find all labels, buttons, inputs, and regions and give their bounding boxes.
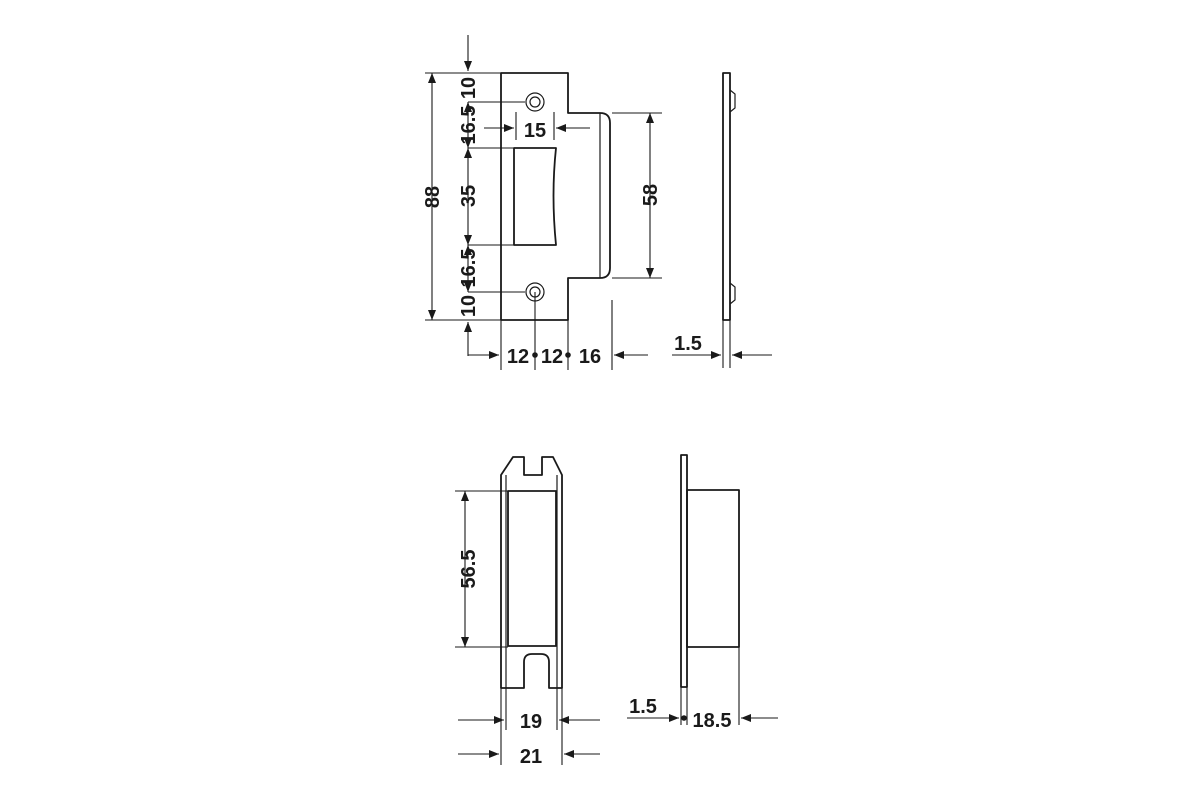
dim-segment-3: 35 xyxy=(458,185,480,207)
strike-box-side-body xyxy=(686,489,740,648)
screw-hole-top xyxy=(525,92,545,112)
dim-width-1: 12 xyxy=(507,346,529,368)
strike-box-front-view: 56.5 19 21 xyxy=(455,456,600,768)
strike-plate-side-outline xyxy=(722,72,731,321)
strike-box-outline xyxy=(500,456,563,689)
dim-lip-height: 58 xyxy=(640,184,662,206)
dim-segment-1: 10 xyxy=(458,77,480,99)
strike-plate-side-view: 1.5 xyxy=(672,72,772,368)
strike-plate-outline xyxy=(500,72,611,321)
dim-hole-width: 15 xyxy=(524,120,546,142)
dim-inner-width: 19 xyxy=(520,711,542,733)
strike-plate-cutout xyxy=(513,147,557,246)
dim-width-3: 16 xyxy=(579,346,601,368)
dim-segment-4: 16.5 xyxy=(458,249,480,288)
strike-plate-side-tab-top xyxy=(729,89,736,113)
dim-plate-thickness: 1.5 xyxy=(674,333,702,355)
dim-total-height: 88 xyxy=(422,186,444,208)
dim-box-depth: 18.5 xyxy=(693,710,732,732)
dim-outer-width: 21 xyxy=(520,746,542,768)
strike-box-side-view: 1.5 18.5 xyxy=(627,454,778,732)
strike-plate-side-tab-bottom xyxy=(729,282,736,305)
strike-plate-front-view: 88 10 16.5 35 16.5 10 15 58 12 12 16 xyxy=(422,35,662,370)
dim-box-height: 56.5 xyxy=(458,550,480,589)
dim-segment-5: 10 xyxy=(458,295,480,317)
dim-width-2: 12 xyxy=(541,346,563,368)
dim-segment-2: 16.5 xyxy=(458,106,480,145)
dim-box-thickness: 1.5 xyxy=(629,696,657,718)
strike-box-pocket xyxy=(507,490,557,647)
